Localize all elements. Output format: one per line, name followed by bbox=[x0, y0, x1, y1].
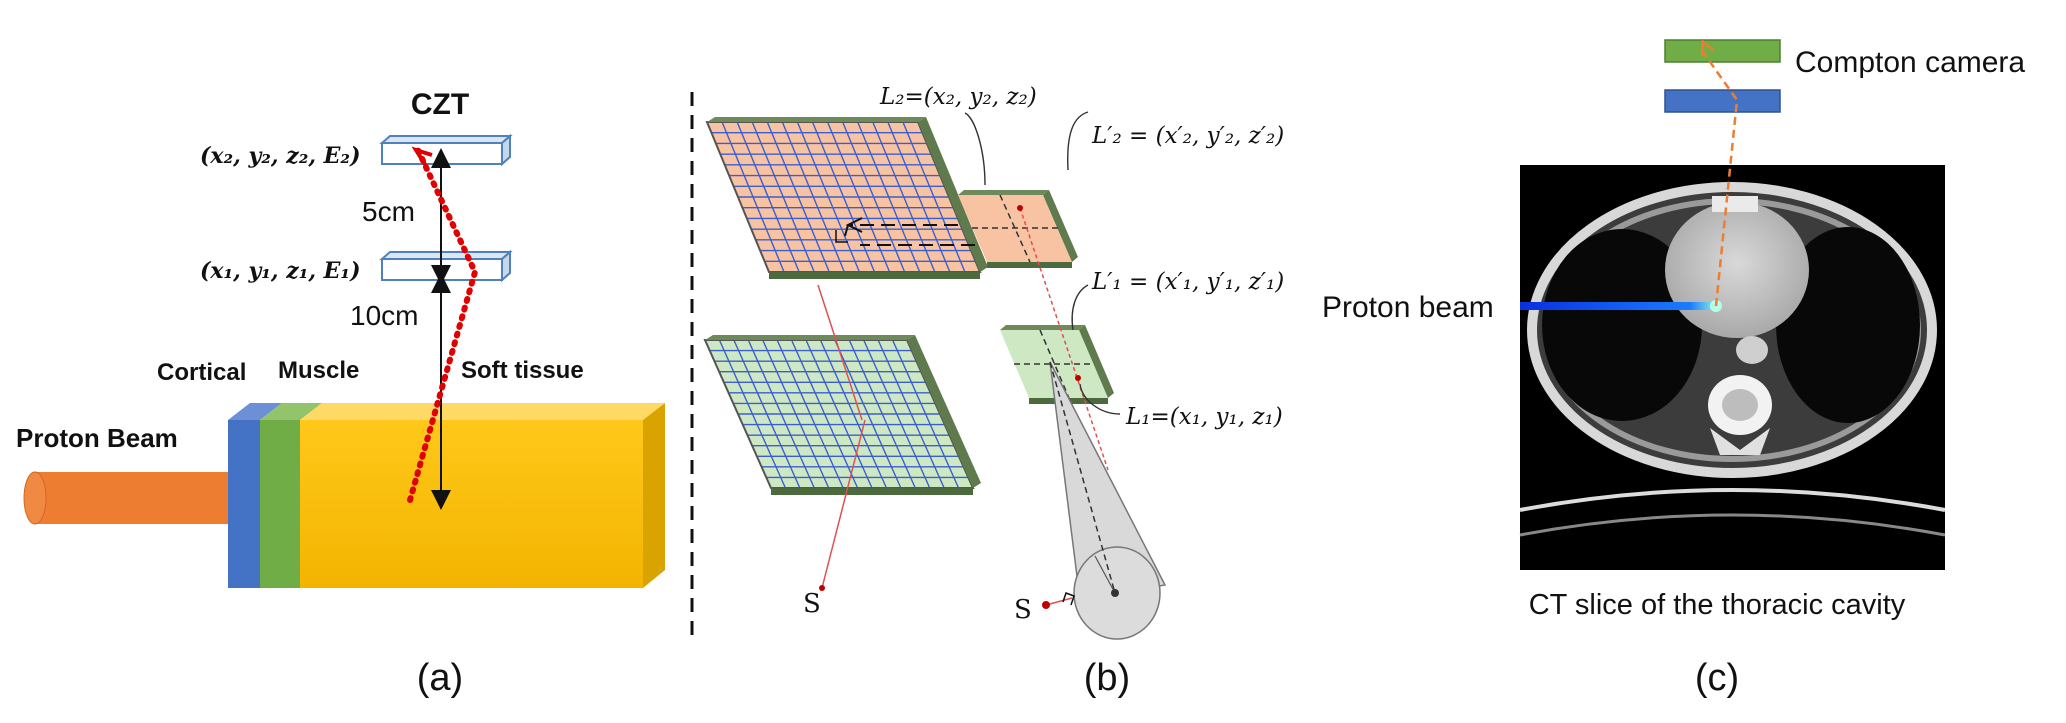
camera-absorber-layer bbox=[1664, 89, 1781, 113]
projection-arrows bbox=[844, 217, 975, 246]
proton-beam-cylinder bbox=[23, 471, 235, 525]
caption-a: (a) bbox=[417, 657, 463, 699]
leader-lines bbox=[964, 111, 1121, 415]
cortical-layer bbox=[228, 403, 282, 588]
panel-c: Compton camera Proton beam CT slice of t… bbox=[1322, 39, 2025, 699]
czt-title: CZT bbox=[411, 88, 469, 121]
source-points bbox=[819, 205, 1081, 609]
label-soft-tissue: Soft tissue bbox=[461, 357, 584, 384]
czt-detector-2 bbox=[379, 133, 513, 167]
label-compton-camera: Compton camera bbox=[1795, 46, 2025, 79]
ct-heart bbox=[1665, 202, 1809, 338]
panel-b: L₂=(x₂, y₂, z₂) L′₂ = (x′₂, y′₂, z′₂) L′… bbox=[703, 84, 1284, 699]
label-L1-prime: L′₁ = (x′₁, y′₁, z′₁) bbox=[1091, 269, 1284, 295]
camera-gamma-path bbox=[1701, 51, 1739, 307]
upper-cell-zoom bbox=[958, 190, 1078, 268]
ct-caption: CT slice of the thoracic cavity bbox=[1529, 589, 1906, 621]
label-L1: L₁=(x₁, y₁, z₁) bbox=[1125, 404, 1283, 430]
label-proton-beam: Proton Beam bbox=[16, 423, 178, 453]
upper-detector-plane bbox=[705, 117, 988, 279]
label-proton-beam-ct: Proton beam bbox=[1322, 291, 1494, 324]
coord-label-2: (x₂, y₂, z₂, E₂) bbox=[200, 143, 360, 169]
source-lines bbox=[817, 207, 1109, 606]
soft-tissue-block bbox=[300, 403, 665, 588]
label-cortical: Cortical bbox=[157, 359, 246, 386]
muscle-layer bbox=[260, 403, 322, 588]
distance-label-5cm: 5cm bbox=[362, 196, 415, 227]
ct-proton-beam bbox=[1520, 302, 1720, 310]
label-L2: L₂=(x₂, y₂, z₂) bbox=[879, 84, 1037, 110]
label-muscle: Muscle bbox=[278, 357, 359, 384]
ct-slice-image bbox=[1519, 165, 1946, 570]
czt-detector-1 bbox=[379, 249, 513, 283]
gamma-path bbox=[407, 147, 479, 503]
lower-detector-plane bbox=[703, 335, 981, 495]
lower-cell-zoom bbox=[1000, 325, 1114, 404]
label-L2-prime: L′₂ = (x′₂, y′₂, z′₂) bbox=[1091, 123, 1284, 149]
label-source-right: S bbox=[1014, 595, 1032, 625]
panel-a: CZT (x₂, y₂, z₂, E₂) (x₁, y₁, z₁, E₁) 5c… bbox=[16, 88, 665, 699]
caption-b: (b) bbox=[1084, 657, 1130, 699]
caption-c: (c) bbox=[1695, 657, 1739, 699]
distance-label-10cm: 10cm bbox=[350, 300, 418, 331]
camera-scatter-layer bbox=[1664, 39, 1781, 63]
compton-cone bbox=[1049, 361, 1167, 640]
label-source-left: S bbox=[803, 589, 821, 619]
coord-label-1: (x₁, y₁, z₁, E₁) bbox=[200, 258, 360, 284]
